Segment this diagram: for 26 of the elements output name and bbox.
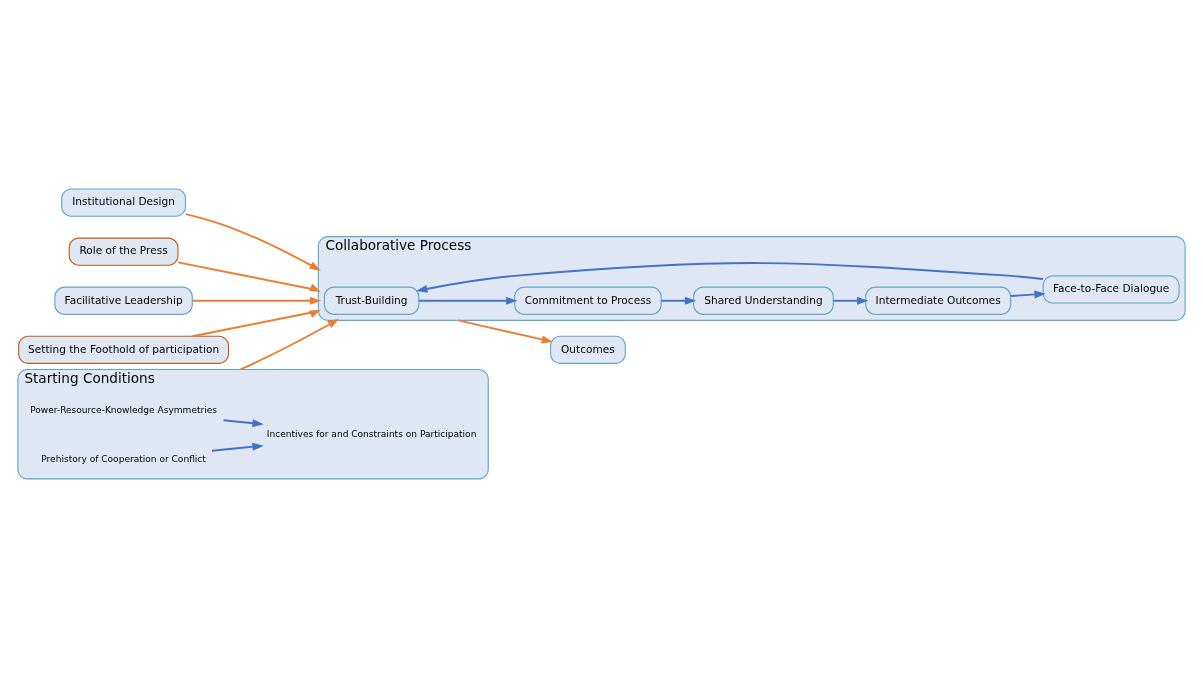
arrow	[184, 213, 321, 271]
node-box: Commitment to Process	[514, 286, 662, 315]
node-box: Outcomes	[549, 335, 626, 364]
arrow	[191, 296, 322, 305]
node-box: Role of the Press	[68, 237, 179, 266]
arrow	[457, 319, 554, 344]
node-text: Power-Resource-Knowledge Asymmetries	[30, 404, 218, 415]
node-box: Shared Understanding	[693, 286, 834, 315]
arrow	[177, 261, 321, 292]
arrow	[418, 296, 518, 305]
arrow	[222, 419, 264, 428]
arrow	[239, 319, 340, 371]
node-text: Incentives for and Constraints on Participation	[266, 429, 477, 440]
arrow	[1009, 290, 1046, 299]
node-box: Setting the Foothold of participation	[18, 335, 230, 364]
arrow	[832, 296, 869, 305]
arrow	[191, 309, 321, 338]
arrow	[211, 442, 264, 452]
node-text: Prehistory of Cooperation or Conflict	[41, 453, 206, 464]
arrow	[660, 296, 697, 305]
node-box: Facilitative Leadership	[54, 286, 193, 315]
node-box: Face-to-Face Dialogue	[1042, 275, 1180, 304]
node-box: Institutional Design	[61, 188, 187, 217]
node-box: Trust-Building	[323, 286, 420, 315]
node-box: Intermediate Outcomes	[865, 286, 1012, 315]
arrow	[416, 262, 1044, 293]
